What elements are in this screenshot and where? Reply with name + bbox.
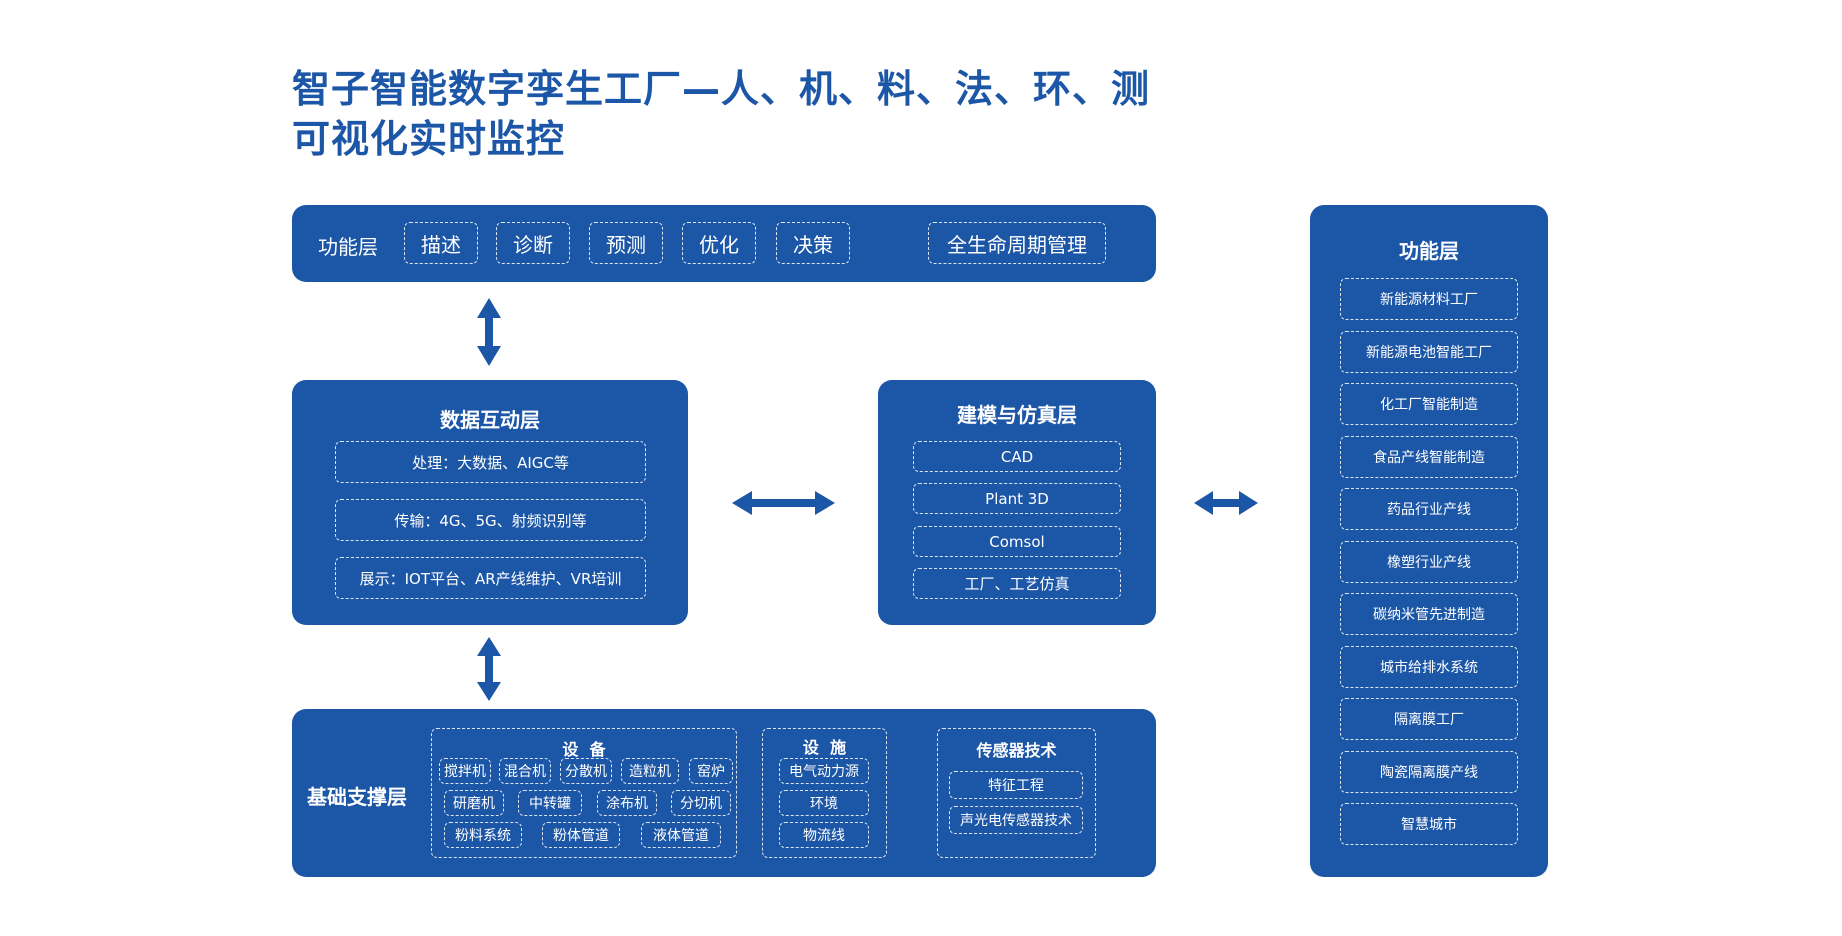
- modeling-item-comsol: Comsol: [913, 526, 1121, 557]
- modeling-item-plant3d: Plant 3D: [913, 483, 1121, 514]
- facility-item: 物流线: [779, 822, 869, 848]
- application-item: 新能源材料工厂: [1340, 278, 1518, 320]
- equipment-item: 分散机: [560, 758, 612, 784]
- equipment-item: 混合机: [499, 758, 551, 784]
- facility-group: [762, 728, 887, 858]
- application-item: 陶瓷隔离膜产线: [1340, 751, 1518, 793]
- function-item-predict: 预测: [589, 222, 663, 264]
- modeling-item-process-sim: 工厂、工艺仿真: [913, 568, 1121, 599]
- page-title: 智子智能数字孪生工厂—人、机、料、法、环、测: [292, 67, 1151, 111]
- equipment-group: [431, 728, 737, 858]
- vertical-double-arrow-bottom: [477, 637, 501, 701]
- application-item: 智慧城市: [1340, 803, 1518, 845]
- modeling-layer-title: 建模与仿真层: [957, 403, 1077, 427]
- application-item: 药品行业产线: [1340, 488, 1518, 530]
- sensor-title: 传感器技术: [976, 741, 1057, 760]
- equipment-item: 分切机: [671, 790, 731, 816]
- application-item: 碳纳米管先进制造: [1340, 593, 1518, 635]
- application-item: 化工厂智能制造: [1340, 383, 1518, 425]
- equipment-item: 造粒机: [621, 758, 679, 784]
- horizontal-double-arrow-middle: [732, 491, 835, 515]
- data-item-transmission: 传输：4G、5G、射频识别等: [335, 499, 646, 541]
- data-layer-title: 数据互动层: [440, 408, 540, 432]
- vertical-double-arrow-top: [477, 298, 501, 366]
- facility-item: 环境: [779, 790, 869, 816]
- sensor-item: 特征工程: [949, 771, 1083, 799]
- function-layer-label: 功能层: [318, 235, 378, 259]
- sensor-item: 声光电传感器技术: [949, 806, 1083, 834]
- function-item-describe: 描述: [404, 222, 478, 264]
- right-function-panel: 功能层 新能源材料工厂 新能源电池智能工厂 化工厂智能制造 食品产线智能制造 药…: [1310, 205, 1548, 877]
- function-item-decide: 决策: [776, 222, 850, 264]
- application-item: 食品产线智能制造: [1340, 436, 1518, 478]
- data-item-display: 展示：IOT平台、AR产线维护、VR培训: [335, 557, 646, 599]
- base-layer-box: 基础支撑层 设 备 搅拌机 混合机 分散机 造粒机 窑炉 研磨机 中转罐 涂布机…: [292, 709, 1156, 877]
- application-item: 新能源电池智能工厂: [1340, 331, 1518, 373]
- function-item-optimize: 优化: [682, 222, 756, 264]
- data-item-processing: 处理：大数据、AIGC等: [335, 441, 646, 483]
- right-panel-title: 功能层: [1399, 239, 1459, 263]
- page-subtitle: 可视化实时监控: [292, 117, 566, 161]
- equipment-item: 窑炉: [689, 758, 733, 784]
- function-item-lifecycle: 全生命周期管理: [928, 222, 1106, 264]
- facility-title: 设 施: [802, 738, 847, 757]
- base-layer-label: 基础支撑层: [307, 785, 407, 809]
- equipment-item: 中转罐: [518, 790, 582, 816]
- equipment-item: 研磨机: [444, 790, 504, 816]
- function-layer-box: 功能层 描述 诊断 预测 优化 决策 全生命周期管理: [292, 205, 1156, 282]
- sensor-group: [937, 728, 1096, 858]
- modeling-item-cad: CAD: [913, 441, 1121, 472]
- application-item: 城市给排水系统: [1340, 646, 1518, 688]
- application-item: 隔离膜工厂: [1340, 698, 1518, 740]
- data-layer-box: 数据互动层 处理：大数据、AIGC等 传输：4G、5G、射频识别等 展示：IOT…: [292, 380, 688, 625]
- equipment-item: 粉体管道: [542, 822, 620, 848]
- equipment-title: 设 备: [562, 740, 606, 759]
- function-item-diagnose: 诊断: [496, 222, 570, 264]
- facility-item: 电气动力源: [779, 758, 869, 784]
- application-item: 橡塑行业产线: [1340, 541, 1518, 583]
- equipment-item: 涂布机: [597, 790, 657, 816]
- equipment-item: 液体管道: [641, 822, 721, 848]
- equipment-item: 搅拌机: [439, 758, 491, 784]
- modeling-layer-box: 建模与仿真层 CAD Plant 3D Comsol 工厂、工艺仿真: [878, 380, 1156, 625]
- horizontal-double-arrow-right: [1194, 491, 1258, 515]
- equipment-item: 粉料系统: [444, 822, 522, 848]
